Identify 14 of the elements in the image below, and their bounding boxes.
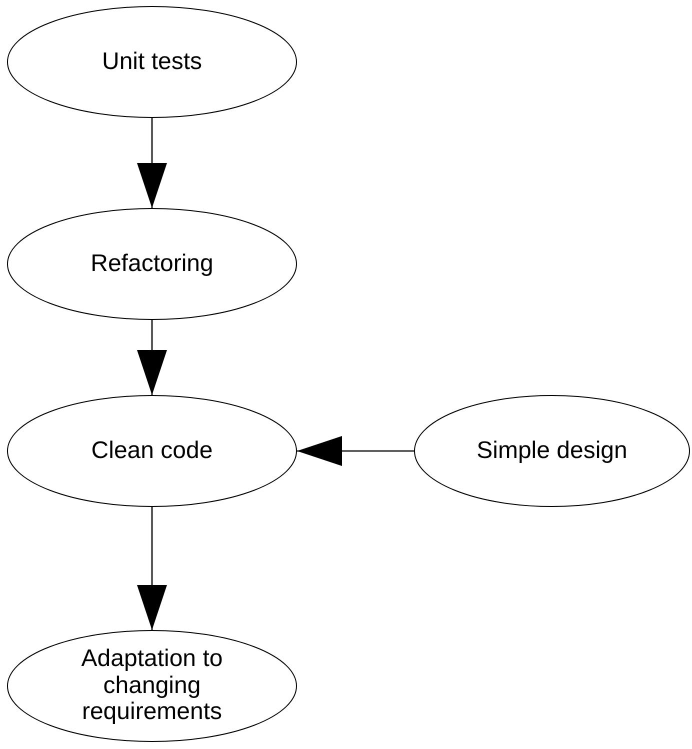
process-ellipse (7, 208, 297, 320)
node-label: Unit tests (100, 48, 204, 76)
node-label: Adaptation to changing requirements (80, 646, 224, 726)
arrow (137, 507, 167, 630)
arrow (137, 118, 167, 208)
process-ellipse (414, 395, 690, 507)
arrow (137, 320, 167, 395)
process-ellipse (7, 395, 297, 507)
node-label: Clean code (90, 438, 214, 464)
node-label: Refactoring (90, 250, 214, 278)
process-ellipse (7, 6, 297, 118)
node-label: Simple design (476, 438, 628, 464)
arrow (297, 436, 414, 466)
process-ellipse (7, 630, 297, 742)
